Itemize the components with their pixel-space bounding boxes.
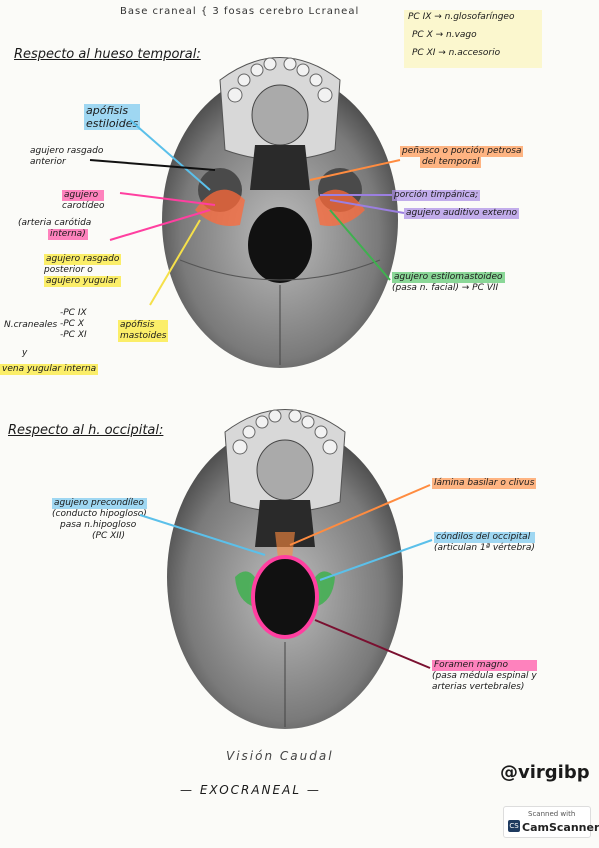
label-foramen-magno: Foramen magno (pasa médula espinal y art… xyxy=(432,660,537,692)
label-apofisis-mastoides: apófisis mastoides xyxy=(118,320,169,342)
view-subcaption: — EXOCRANEAL — xyxy=(180,783,321,797)
label-timpanica: porción timpánica; xyxy=(392,190,481,201)
scanner-line2: CamScanner xyxy=(522,821,599,834)
label-n-craneales: N.craneales xyxy=(4,320,58,330)
camscanner-badge: Scanned with CS CamScanner xyxy=(503,806,599,838)
skull-bottom-illustration xyxy=(167,409,403,729)
label-rasgado-posterior: agujero rasgado posterior o agujero yugu… xyxy=(44,254,122,287)
label-condilos: cóndilos del occipital (articulan 1ª vér… xyxy=(434,532,535,553)
label-apofisis-estiloides: apófisis estiloides xyxy=(84,104,141,130)
view-caption: Visión Caudal xyxy=(226,749,334,763)
pc-list: -PC IX -PC X -PC XI xyxy=(60,308,87,340)
label-lamina-basilar: lámina basilar o clivus xyxy=(432,478,537,489)
label-estilomastoideo: agujero estilomastoideo (pasa n. facial)… xyxy=(392,272,505,293)
nerve-ix: PC IX → n.glosofaríngeo xyxy=(408,12,515,22)
section2-title: Respecto al h. occipital: xyxy=(8,423,164,438)
page-title: Base craneal { 3 fosas cerebro Lcraneal xyxy=(120,6,360,17)
label-rasgado-anterior: agujero rasgado anterior xyxy=(30,146,104,167)
label-y: y xyxy=(22,348,28,358)
label-vena-yugular: vena yugular interna xyxy=(0,364,99,375)
nerves-box: PC IX → n.glosofaríngeo PC X → n.vago PC… xyxy=(404,10,542,68)
camscanner-logo-icon: CS xyxy=(508,820,520,832)
label-precondileo: agujero precondíleo (conducto hipogloso)… xyxy=(52,498,147,541)
section1-title: Respecto al hueso temporal: xyxy=(14,47,201,62)
label-penasco: peñasco o porción petrosa del temporal xyxy=(400,146,524,168)
skull-top-illustration xyxy=(162,57,398,368)
label-arteria-carotida: (arteria carótida interna) xyxy=(18,218,92,240)
nerve-xi: PC XI → n.accesorio xyxy=(412,48,501,58)
author-watermark: @virgibp xyxy=(500,762,590,783)
scanner-line1: Scanned with xyxy=(528,810,576,818)
label-auditivo: agujero auditivo externo xyxy=(404,208,520,219)
label-agujero-carotideo: agujero carotídeo xyxy=(62,190,105,211)
nerve-x: PC X → n.vago xyxy=(412,30,477,40)
